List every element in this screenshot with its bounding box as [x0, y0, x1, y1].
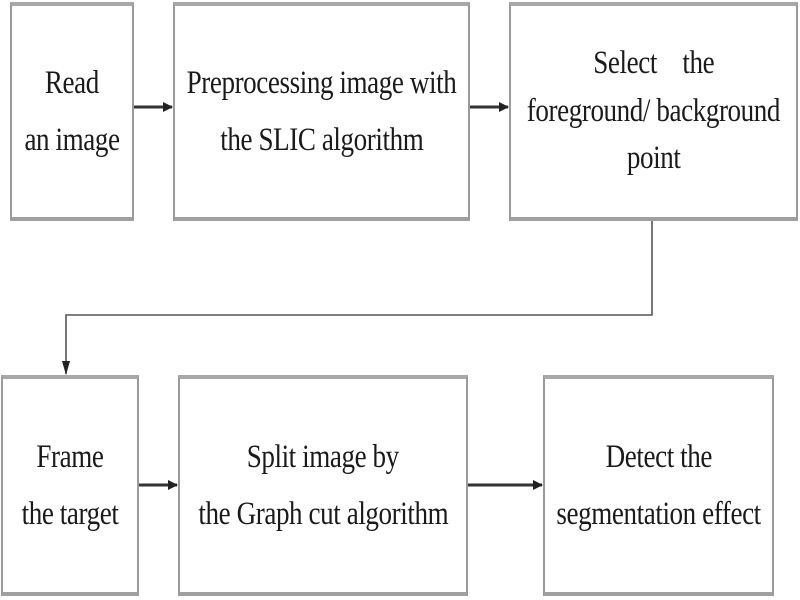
- step-text-line: Split image by: [246, 438, 400, 475]
- step-text-line: foreground/ background: [526, 92, 781, 129]
- step-frame-target: Frame the target: [1, 375, 139, 596]
- step-split-graphcut: Split image by the Graph cut algorithm: [178, 375, 468, 596]
- step-text-line: Detect the: [605, 438, 712, 475]
- step-detect-effect: Detect the segmentation effect: [543, 375, 774, 596]
- step-text-line: Read: [45, 64, 99, 101]
- step-text-line: the Graph cut algorithm: [198, 495, 448, 532]
- step-select-points: Select the foreground/ background point: [509, 2, 798, 221]
- step-text-line: Select the: [593, 44, 714, 81]
- arrow-select-to-frame: [62, 221, 653, 375]
- step-text-line: segmentation effect: [556, 495, 761, 532]
- step-text-line: the target: [21, 495, 119, 532]
- step-text-line: the SLIC algorithm: [219, 121, 424, 158]
- step-text-line: Preprocessing image with: [186, 64, 457, 101]
- step-text-line: Frame: [36, 438, 104, 475]
- step-text-line: an image: [24, 121, 120, 158]
- step-read-image: Read an image: [10, 2, 134, 221]
- step-preprocess-slic: Preprocessing image with the SLIC algori…: [173, 2, 470, 221]
- step-text-line: point: [626, 140, 681, 177]
